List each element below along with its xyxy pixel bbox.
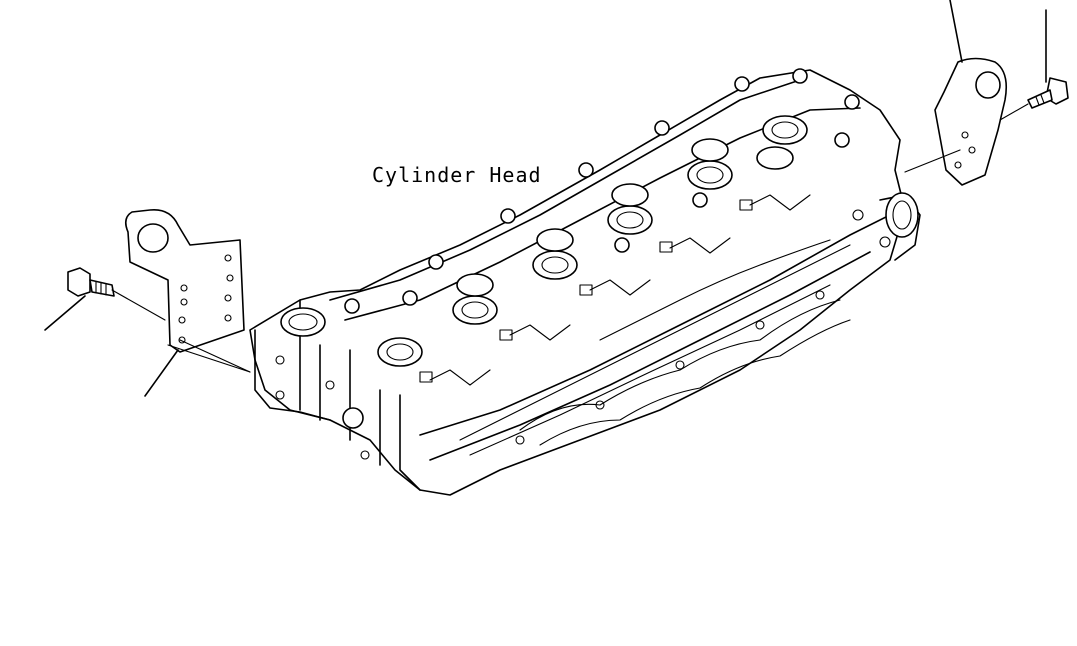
cylinder-head-label: Cylinder Head	[372, 163, 542, 187]
right-bolt	[1027, 77, 1069, 109]
cylinder-head-drawing	[249, 68, 921, 496]
leader-lines	[44, 0, 1047, 397]
left-lifting-bracket	[124, 208, 245, 353]
right-lifting-bracket	[934, 57, 1008, 186]
left-bolt	[67, 267, 115, 297]
alignment-lines	[111, 103, 1029, 373]
